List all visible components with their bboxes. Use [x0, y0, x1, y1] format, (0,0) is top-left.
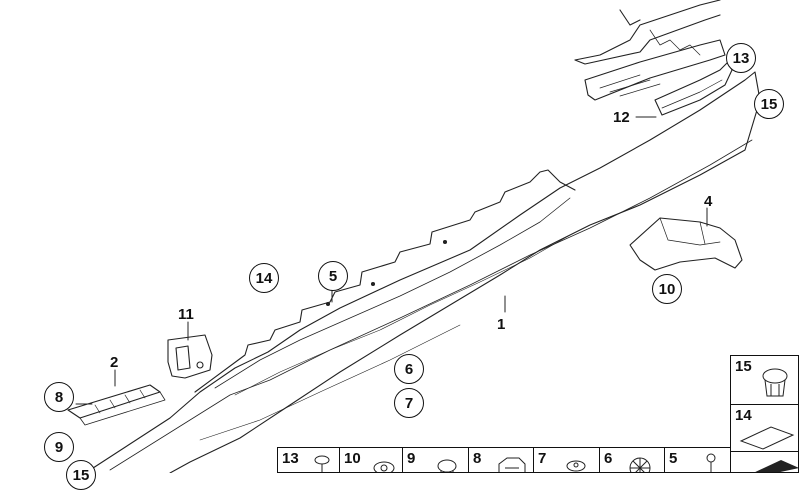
- legend-number: 10: [344, 450, 361, 467]
- legend-number: 9: [407, 450, 416, 467]
- label-part-1: 1: [497, 316, 506, 333]
- legend-cell-9: 9: [402, 447, 469, 473]
- corner-marker-icon: [755, 460, 798, 472]
- leader-lines: [75, 116, 708, 405]
- callout-part-5: 5: [318, 261, 348, 291]
- legend-cell-15: 15: [730, 355, 799, 405]
- push-pin-icon: [314, 455, 330, 472]
- legend-number: 15: [735, 358, 752, 375]
- callout-part-6: 6: [394, 354, 424, 384]
- legend-cell-8: 8: [468, 447, 534, 473]
- star-washer-icon: [629, 457, 651, 472]
- mounting-strip-part-2: [67, 384, 166, 426]
- legend-cell-corner: [730, 451, 799, 473]
- screw-icon: [706, 453, 716, 472]
- legend-number: 5: [669, 450, 678, 467]
- callout-part-9: 9: [44, 432, 74, 462]
- rear-bracket-assembly: [574, 0, 733, 116]
- spring-clip-icon: [498, 457, 526, 472]
- nut-clip-icon: [373, 461, 395, 472]
- legend-cell-14: 14: [730, 404, 799, 452]
- legend-cell-10: 10: [339, 447, 403, 473]
- legend-number: 8: [473, 450, 482, 467]
- expanding-nut-icon: [437, 459, 457, 472]
- legend-cell-5: 5: [664, 447, 731, 473]
- callout-part-14: 14: [249, 263, 279, 293]
- legend-cell-7: 7: [533, 447, 600, 473]
- parts-diagram: [67, 0, 761, 473]
- front-bracket-part: [629, 217, 743, 271]
- adhesive-pad-icon: [739, 426, 795, 450]
- callout-part-15-bottom: 15: [66, 460, 96, 490]
- callout-part-10: 10: [652, 274, 682, 304]
- label-part-12: 12: [613, 109, 630, 126]
- legend-number: 13: [282, 450, 299, 467]
- label-part-2: 2: [110, 354, 119, 371]
- clip-part-11: [167, 334, 213, 379]
- label-part-11: 11: [178, 306, 194, 323]
- callout-part-8: 8: [44, 382, 74, 412]
- legend-cell-6: 6: [599, 447, 665, 473]
- label-part-4: 4: [704, 193, 713, 210]
- round-plug-icon: [566, 460, 586, 472]
- legend-number: 14: [735, 407, 752, 424]
- legend-number: 6: [604, 450, 613, 467]
- callout-part-13: 13: [726, 43, 756, 73]
- side-sill-main-part: [89, 71, 761, 473]
- legend-cell-13: 13: [277, 447, 340, 473]
- expanding-rivet-icon: [762, 368, 788, 397]
- callout-part-7: 7: [394, 388, 424, 418]
- legend-number: 7: [538, 450, 547, 467]
- callout-part-15-right: 15: [754, 89, 784, 119]
